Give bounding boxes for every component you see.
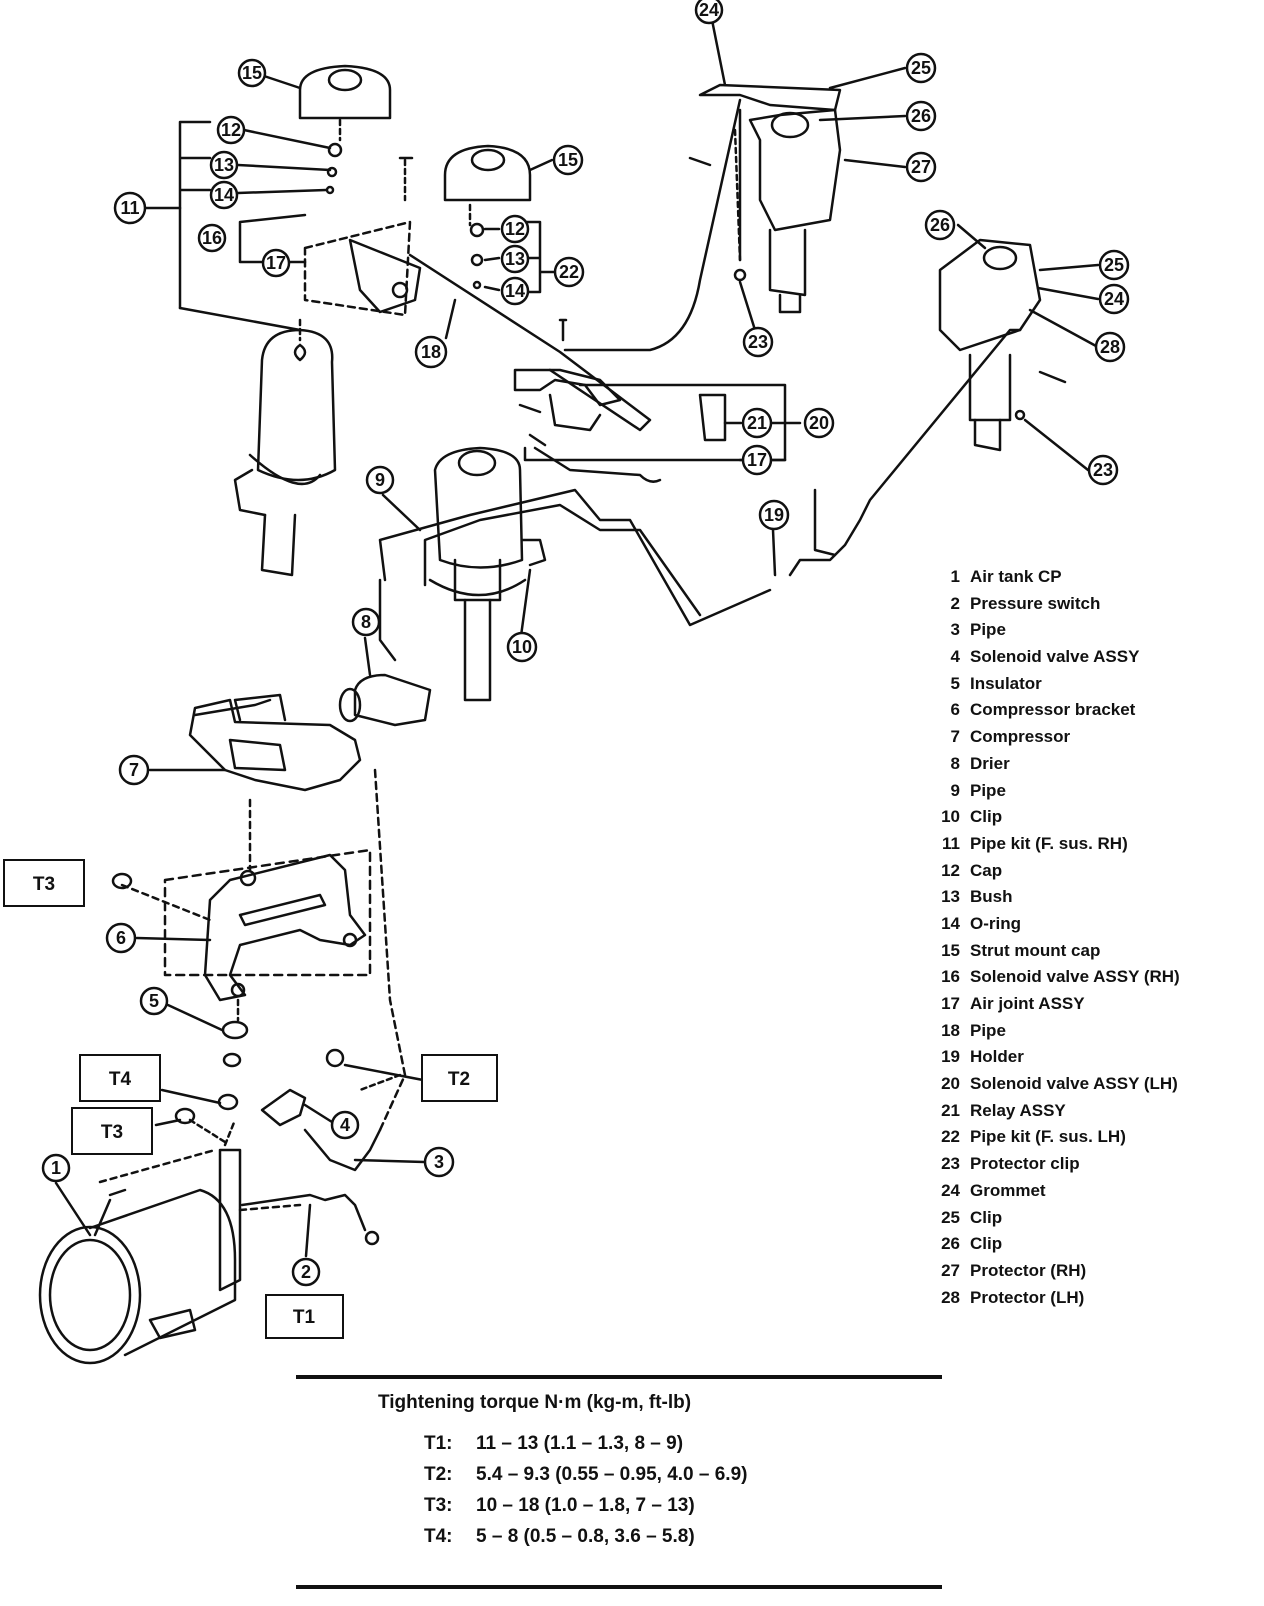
torque-row: T3:10 – 18 (1.0 – 1.8, 7 – 13) (424, 1495, 695, 1516)
callout-16: 16 (202, 228, 222, 248)
torque-table-top-rule (296, 1375, 942, 1379)
callout-14b: 14 (505, 281, 525, 301)
solenoid-valve-lh (513, 368, 727, 447)
callout-22: 22 (559, 262, 579, 282)
torque-tag-t3-lower: T3 (101, 1122, 123, 1143)
strut-protector-rh (688, 83, 842, 314)
callout-10: 10 (512, 637, 532, 657)
strut-lh (428, 144, 547, 702)
torque-table-title: Tightening torque N·m (kg-m, ft-lb) (378, 1392, 692, 1413)
callout-23b: 23 (1093, 460, 1113, 480)
callout-27: 27 (911, 157, 931, 177)
torque-tag-t4: T4 (109, 1069, 132, 1090)
callout-20: 20 (809, 413, 829, 433)
callout-13b: 13 (505, 249, 525, 269)
callout-1: 1 (51, 1158, 61, 1178)
torque-table-bottom-rule (296, 1585, 942, 1589)
callout-2: 2 (301, 1262, 311, 1282)
callout-13a: 13 (214, 155, 234, 175)
callout-17a: 17 (266, 253, 286, 273)
callout-14a: 14 (214, 185, 234, 205)
callout-26b: 26 (930, 215, 950, 235)
bracket-11 (178, 120, 212, 310)
callout-25b: 25 (1104, 255, 1124, 275)
torque-tag-t1: T1 (293, 1307, 316, 1328)
callout-11: 11 (120, 198, 139, 218)
callout-12b: 12 (505, 219, 525, 239)
callout-25a: 25 (911, 58, 931, 78)
torque-row: T4:5 – 8 (0.5 – 0.8, 3.6 – 5.8) (424, 1526, 695, 1547)
callout-17b: 17 (747, 450, 767, 470)
callout-23a: 23 (748, 332, 768, 352)
callout-7: 7 (129, 760, 139, 780)
callout-9: 9 (375, 470, 385, 490)
callout-3: 3 (434, 1152, 444, 1172)
callout-28: 28 (1100, 337, 1120, 357)
torque-tag-t3-upper: T3 (33, 874, 55, 895)
callout-15a: 15 (242, 63, 262, 83)
callout-24b: 24 (1104, 289, 1124, 309)
callout-6: 6 (116, 928, 126, 948)
torque-table: T1:11 – 13 (1.1 – 1.3, 8 – 9) T2:5.4 – 9… (424, 1428, 747, 1552)
air-tank (38, 1148, 242, 1365)
callout-21: 21 (747, 413, 767, 433)
compressor (188, 673, 432, 792)
callout-8: 8 (361, 612, 371, 632)
strut-protector-lh (938, 238, 1067, 452)
callout-5: 5 (149, 991, 159, 1011)
callout-12a: 12 (221, 120, 241, 140)
callout-4: 4 (340, 1115, 350, 1135)
callout-24a: 24 (699, 0, 719, 20)
callout-18: 18 (421, 342, 441, 362)
torque-tag-t2: T2 (448, 1069, 470, 1090)
torque-row: T2:5.4 – 9.3 (0.55 – 0.95, 4.0 – 6.9) (424, 1464, 748, 1485)
strut-rh (233, 64, 422, 577)
compressor-bracket (163, 848, 372, 1002)
callout-15b: 15 (558, 150, 578, 170)
callout-19: 19 (764, 505, 784, 525)
torque-row: T1:11 – 13 (1.1 – 1.3, 8 – 9) (424, 1433, 684, 1454)
callout-26a: 26 (911, 106, 931, 126)
